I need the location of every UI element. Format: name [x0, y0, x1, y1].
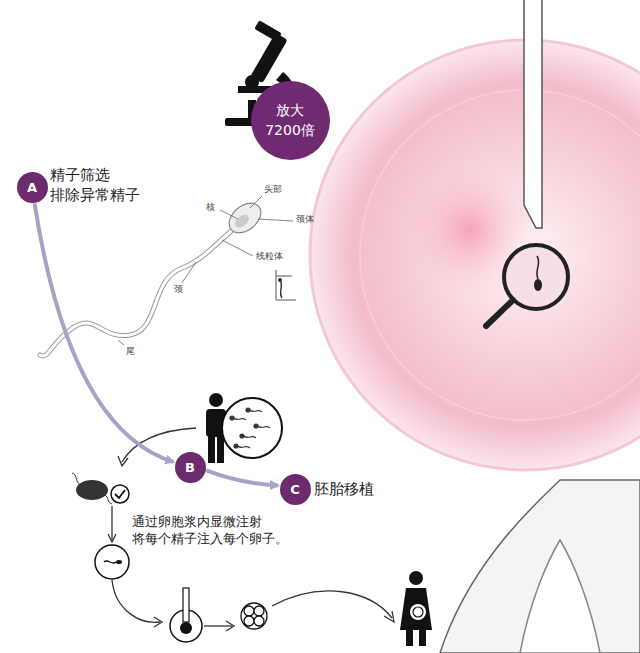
part-label: 颈体: [296, 214, 314, 226]
holding-pipette: [440, 480, 640, 653]
part-label: 颈: [174, 284, 183, 296]
step-label: 精子筛选 排除异常精子: [50, 166, 160, 205]
part-label: 核: [206, 202, 215, 214]
sperm-illustration: [40, 196, 296, 356]
part-label: 头部: [264, 184, 282, 196]
flow-arrow: [35, 203, 174, 462]
step-circle: B: [175, 452, 206, 483]
pregnant-woman-icon: [400, 571, 432, 646]
circle-text: 放大 7200倍: [265, 102, 315, 138]
step-circle: A: [17, 172, 48, 203]
flow-arrow: [206, 470, 278, 485]
part-label: 线粒体: [256, 251, 283, 263]
step-circle: C: [280, 474, 311, 505]
circle-text: B: [185, 460, 195, 475]
step-label: 胚胎移植: [314, 480, 374, 500]
circle-text: A: [27, 180, 37, 195]
injection-needle: [524, 0, 542, 228]
step-label: 通过卵胞浆内显微注射 将每个精子注入每个卵子。: [132, 514, 307, 548]
step-circle: 放大 7200倍: [251, 81, 330, 160]
circle-text: C: [290, 482, 300, 497]
part-label: 尾: [126, 346, 135, 358]
sperm-dish: [222, 398, 282, 458]
embryo-icon: [241, 603, 267, 629]
sperm-cluster: [72, 473, 129, 504]
egg-cell: [310, 40, 640, 470]
